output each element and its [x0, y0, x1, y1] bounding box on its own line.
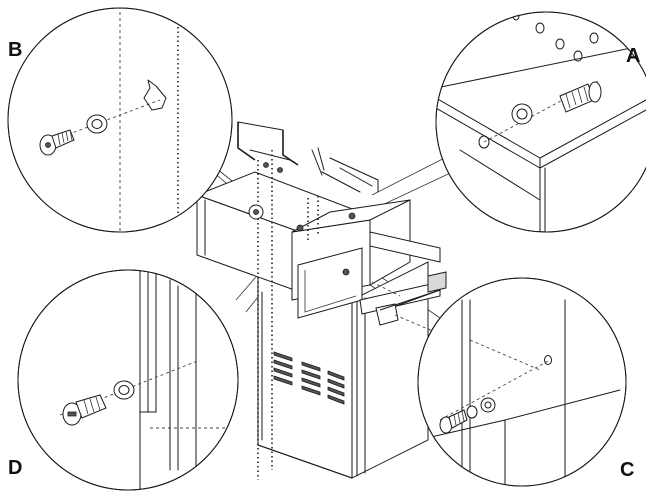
bolt-icon: [39, 129, 75, 156]
detail-circle-a: [435, 11, 646, 233]
detail-circle-d: [17, 269, 239, 491]
callout-label-a: A: [626, 45, 641, 67]
washer-icon: [86, 114, 108, 134]
bolt-icon: [559, 81, 602, 113]
callout-label-d: D: [8, 457, 23, 479]
detail-circle-c: [417, 277, 627, 487]
bolt-icon: [439, 409, 468, 434]
washer-icon: [466, 397, 496, 419]
detail-circle-b: [7, 7, 233, 233]
cabinet-vents: [273, 351, 345, 405]
bolt-icon: [62, 394, 107, 426]
callout-label-c: C: [620, 459, 635, 481]
central-assembly: [195, 121, 447, 480]
washer-icon: [511, 103, 533, 125]
washer-icon: [113, 380, 135, 400]
callout-label-b: B: [8, 39, 23, 61]
